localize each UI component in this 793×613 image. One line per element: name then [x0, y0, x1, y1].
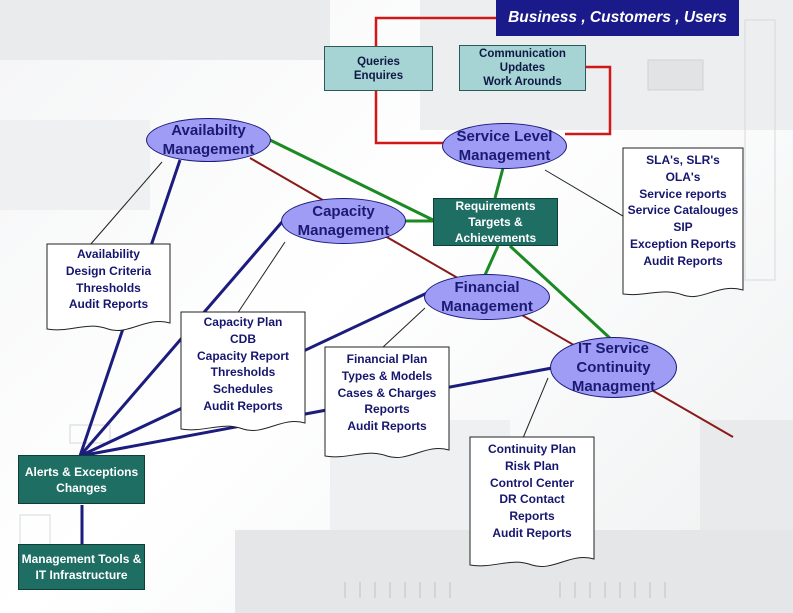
- doc-availability-text: Availability Design Criteria Thresholds …: [65, 247, 152, 312]
- box-communication-label: Communication Updates Work Arounds: [479, 48, 566, 88]
- connector-red-queries-loop: [374, 16, 496, 46]
- doc-shape: [324, 346, 450, 458]
- box-alerts-exceptions: Alerts & Exceptions Changes: [18, 455, 145, 504]
- connector-green-financial: [483, 245, 500, 276]
- process-financial-label: Financial Management: [441, 279, 533, 315]
- process-capacity-label: Capacity Management: [297, 203, 390, 239]
- process-it-service-continuity: IT Service Continuity Managment: [550, 337, 677, 398]
- process-availability-management: Availabilty Management: [146, 118, 271, 162]
- box-communication-updates: Communication Updates Work Arounds: [459, 45, 586, 91]
- banner-business-customers-users: Business , Customers , Users: [496, 0, 739, 36]
- connector-red-communication-loop: [565, 65, 612, 136]
- connector-green-service-level: [493, 167, 505, 199]
- connector-green-availability: [269, 138, 434, 222]
- banner-label: Business , Customers , Users: [508, 9, 727, 26]
- doc-capacity: Capacity Plan CDB Capacity Report Thresh…: [180, 311, 306, 438]
- process-availability-label: Availabilty Management: [162, 122, 255, 158]
- link-continuity-doc: [522, 377, 549, 439]
- process-service-level-label: Service Level Management: [456, 128, 553, 164]
- box-alerts-label: Alerts & Exceptions Changes: [24, 464, 139, 495]
- box-requirements-targets: Requirements Targets & Achievements: [433, 198, 558, 246]
- doc-shape: [622, 147, 744, 297]
- connector-red-service-loop: [374, 91, 443, 145]
- process-continuity-label: IT Service Continuity Managment: [571, 340, 656, 395]
- doc-continuity-text: Continuity Plan Risk Plan Control Center…: [488, 442, 576, 540]
- box-queries-enquires: Queries Enquires: [324, 46, 433, 91]
- box-requirements-label: Requirements Targets & Achievements: [454, 199, 537, 245]
- doc-shape: [180, 311, 306, 431]
- box-management-tools: Management Tools & IT Infrastructure: [18, 544, 145, 590]
- doc-financial: Financial Plan Types & Models Cases & Ch…: [324, 346, 450, 464]
- process-service-level-management: Service Level Management: [442, 123, 567, 169]
- link-availability-doc: [89, 161, 163, 246]
- box-tools-label: Management Tools & IT Infrastructure: [21, 552, 142, 582]
- doc-shape: [469, 436, 595, 567]
- doc-continuity: Continuity Plan Risk Plan Control Center…: [469, 436, 595, 574]
- process-financial-management: Financial Management: [424, 274, 550, 320]
- doc-capacity-text: Capacity Plan CDB Capacity Report Thresh…: [196, 315, 290, 413]
- box-queries-label: Queries Enquires: [353, 55, 404, 82]
- doc-sla-text: SLA's, SLR's OLA's Service reports Servi…: [627, 153, 739, 268]
- link-financial-doc: [381, 307, 426, 349]
- connector-green-continuity: [508, 244, 614, 342]
- doc-shape: [46, 243, 171, 331]
- doc-financial-text: Financial Plan Types & Models Cases & Ch…: [337, 352, 437, 434]
- connector-navy-continuity: [79, 366, 553, 458]
- link-capacity-doc: [236, 241, 286, 315]
- doc-sla-reports: SLA's, SLR's OLA's Service reports Servi…: [622, 147, 744, 302]
- process-capacity-management: Capacity Management: [281, 198, 406, 244]
- doc-availability: Availability Design Criteria Thresholds …: [46, 243, 171, 338]
